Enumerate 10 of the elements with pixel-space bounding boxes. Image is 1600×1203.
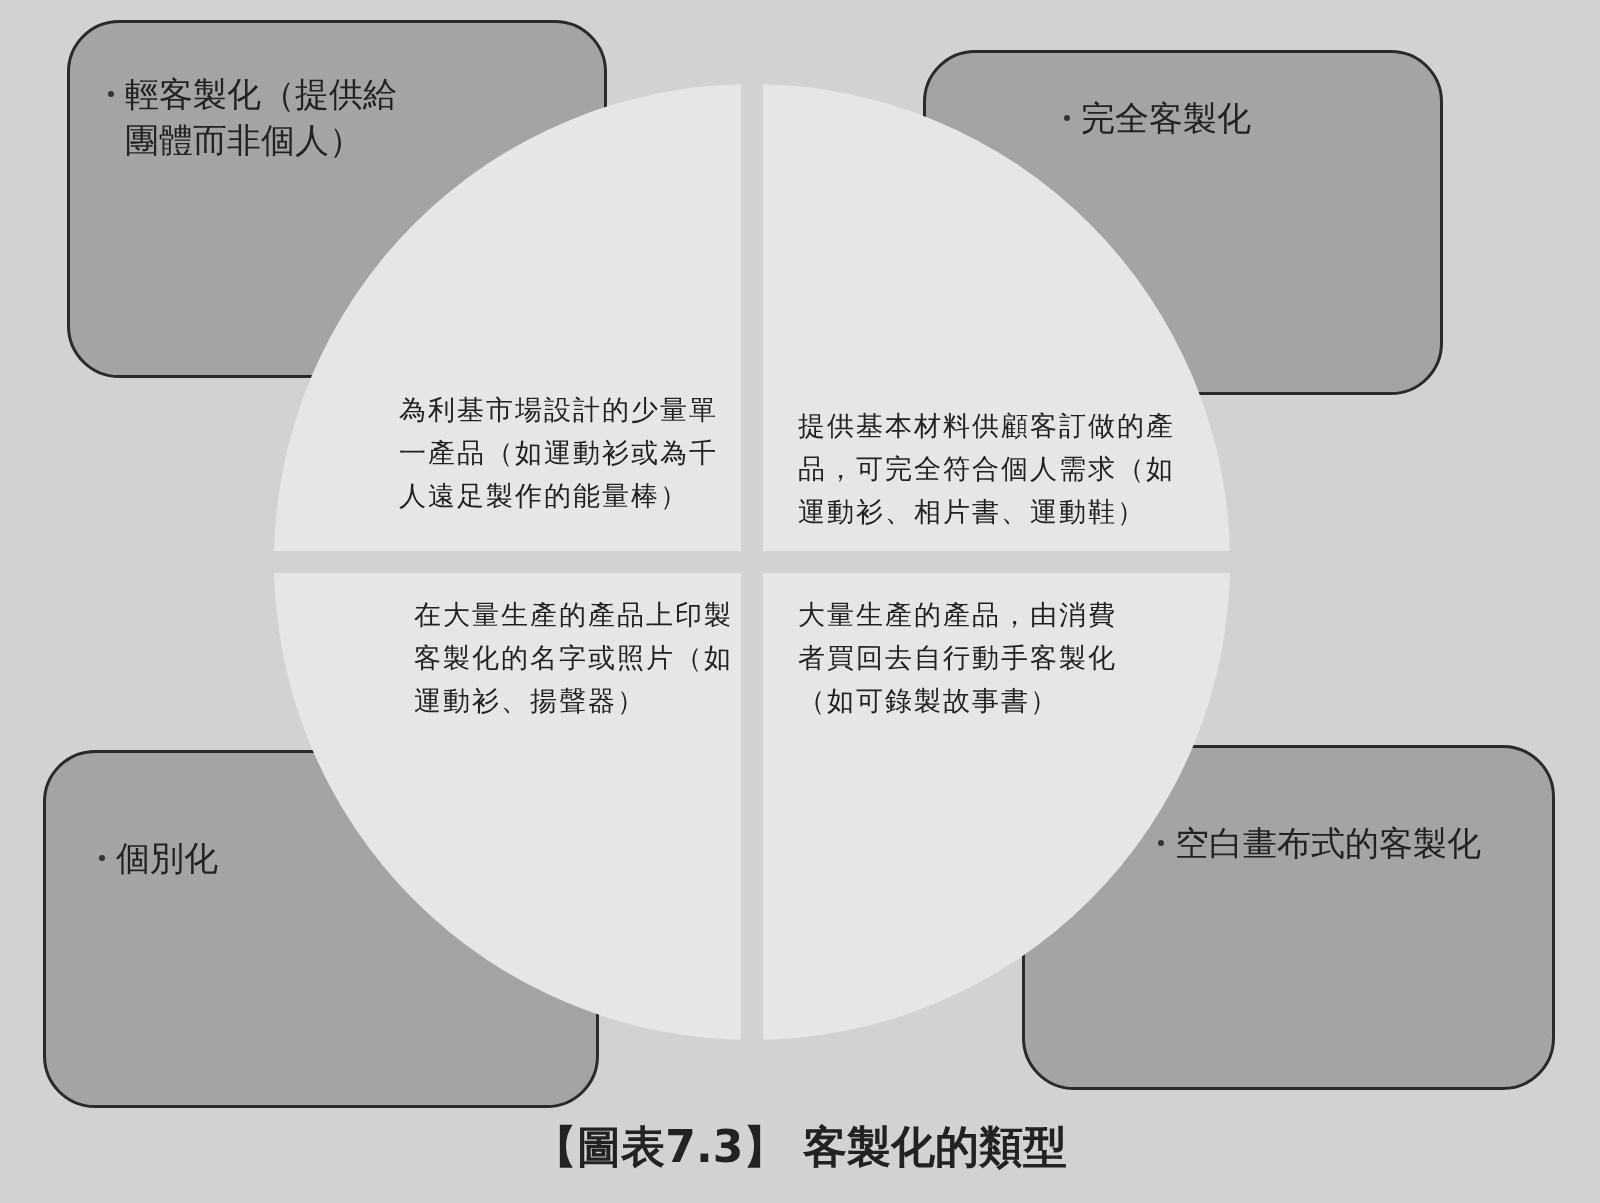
category-label: 空白畫布式的客製化 [1175, 822, 1482, 865]
description-text: 提供基本材料供顧客訂做的產品，可完全符合個人需求（如運動衫、相片書、運動鞋） [798, 409, 1176, 529]
category-label: 個別化 [116, 837, 219, 880]
description-text: 在大量生產的產品上印製客製化的名字或照片（如運動衫、揚聲器） [414, 598, 734, 718]
description-text: 為利基市場設計的少量單一產品（如運動衫或為千人遠足製作的能量棒） [399, 393, 719, 513]
description-text: 大量生產的產品，由消費者買回去自行動手客製化（如可錄製故事書） [798, 598, 1118, 718]
category-label: 輕客製化（提供給團體而非個人） [125, 73, 398, 162]
figure-caption: 【圖表7.3】 客製化的類型 [532, 1120, 1068, 1174]
circle-segment [274, 573, 741, 1040]
category-label: 完全客製化 [1081, 97, 1252, 140]
